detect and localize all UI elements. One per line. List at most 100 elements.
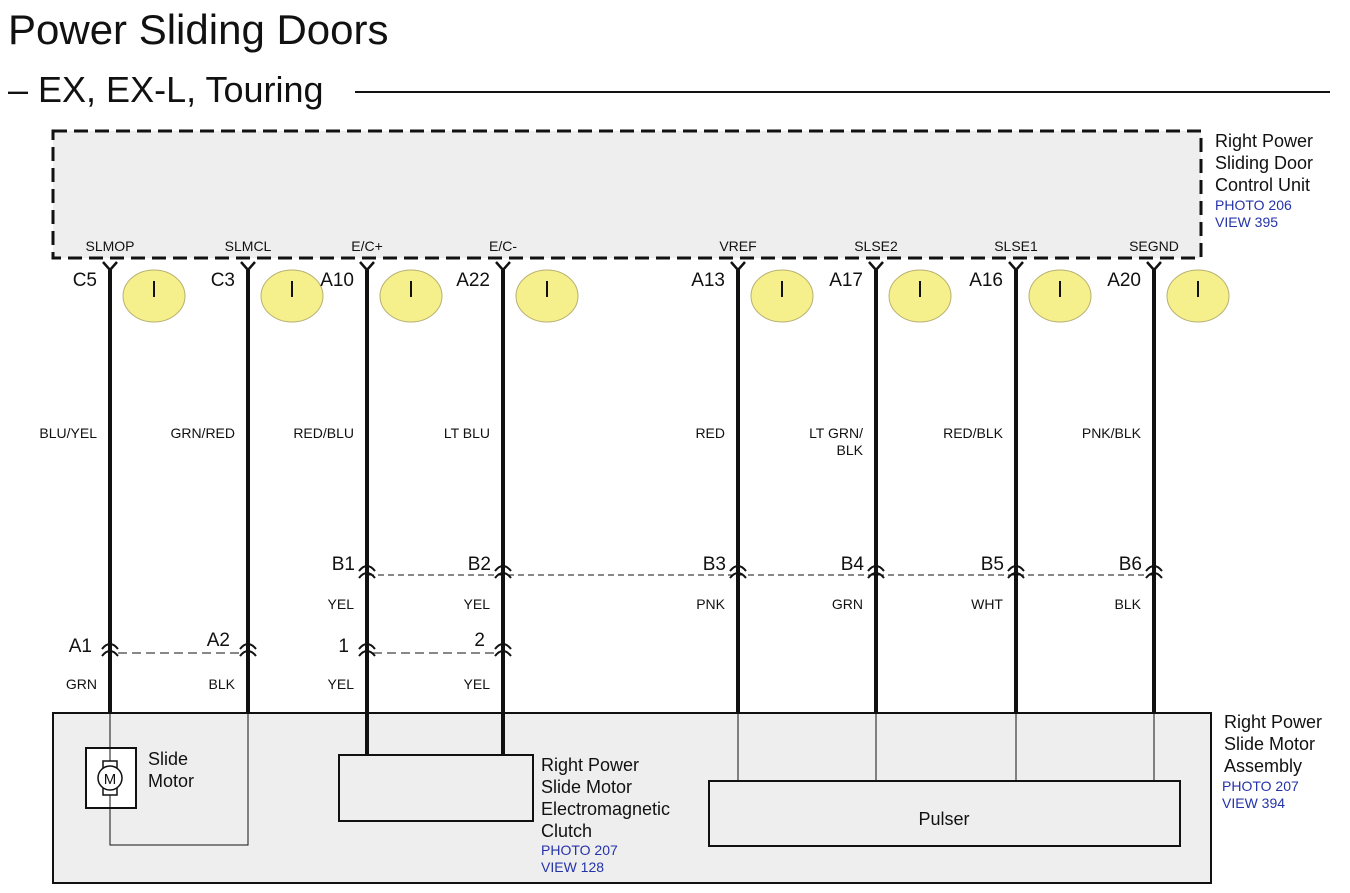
control-unit-view-ref: VIEW 395 <box>1215 214 1278 230</box>
motor-assembly-name-line-1: Right Power <box>1224 712 1322 732</box>
wire-slse2-mid-pin-label: B4 <box>841 554 865 575</box>
wire-slse1-color-label-1: RED/BLK <box>943 425 1004 441</box>
page-subtitle: – EX, EX-L, Touring <box>8 69 324 110</box>
wire-e-c-pin-label: A10 <box>320 270 354 291</box>
wire-e-c-color-label-1: RED/BLU <box>293 425 354 441</box>
motor-icon <box>97 765 123 791</box>
clutch-view-ref: VIEW 128 <box>541 859 604 875</box>
wire-e-c-lower-connector-upper <box>494 643 512 650</box>
wire-slmcl-color-label-1: GRN/RED <box>170 425 235 441</box>
wire-slse1-mid-pin-label: B5 <box>981 554 1004 575</box>
wire-slmcl-signal-label: SLMCL <box>225 238 272 254</box>
wire-slmcl-lower-pin-label: A2 <box>207 630 230 651</box>
wire-e-c-signal-label: E/C- <box>489 238 517 254</box>
wire-segnd-mid-pin-label: B6 <box>1119 554 1142 575</box>
wire-e-c-signal-label: E/C+ <box>351 238 383 254</box>
motor-assembly-view-ref: VIEW 394 <box>1222 795 1285 811</box>
wire-slmcl-lower-connector-upper <box>239 643 257 650</box>
slide-motor-name-line-2: Motor <box>148 771 194 791</box>
wire-segnd-mid-connector-lower <box>1145 572 1163 579</box>
wire-e-c-mid-pin-label: B2 <box>468 554 491 575</box>
wire-segnd-color-label-1: PNK/BLK <box>1082 425 1142 441</box>
wire-segnd-signal-label: SEGND <box>1129 238 1179 254</box>
wire-slse2-mid-connector-lower <box>867 572 885 579</box>
wire-slse1-mid-connector-lower <box>1007 572 1025 579</box>
wire-slmop-pin-label: C5 <box>73 270 97 291</box>
wire-slmcl-lower-connector-lower <box>239 650 257 657</box>
clutch-name-line-4: Clutch <box>541 821 592 841</box>
wire-segnd-pin-label: A20 <box>1107 270 1141 291</box>
wire-vref-signal-label: VREF <box>719 238 756 254</box>
wire-slmop-lower-connector-upper <box>101 643 119 650</box>
wire-segnd-mid-connector-upper <box>1145 565 1163 572</box>
clutch-name-line-2: Slide Motor <box>541 777 632 797</box>
motor-assembly-photo-ref: PHOTO 207 <box>1222 778 1299 794</box>
wire-vref-mid-pin-label: B3 <box>703 554 726 575</box>
wire-vref-pin-label: A13 <box>691 270 725 291</box>
control-unit-name-line-3: Control Unit <box>1215 175 1310 195</box>
wire-slse2-color-label-2: BLK <box>837 442 864 458</box>
pulser-box <box>708 780 1181 847</box>
wire-e-c-lower-color-label: YEL <box>328 676 355 692</box>
wire-e-c-mid-connector-lower <box>358 572 376 579</box>
wire-e-c-mid-pin-label: B1 <box>332 554 355 575</box>
wire-slse1-pin-fork <box>1008 261 1024 272</box>
clutch-photo-ref: PHOTO 207 <box>541 842 618 858</box>
wire-e-c-lower-connector-lower <box>358 650 376 657</box>
page-title: Power Sliding Doors <box>8 6 389 53</box>
wire-vref-mid-connector-lower <box>729 572 747 579</box>
wire-slmop-signal-label: SLMOP <box>85 238 134 254</box>
wire-vref-pin-fork <box>730 261 746 272</box>
control-unit-name-line-2: Sliding Door <box>1215 153 1313 173</box>
clutch-name-line-1: Right Power <box>541 755 639 775</box>
wire-e-c-mid-color-label: YEL <box>464 596 491 612</box>
wire-slmcl-lower-color-label: BLK <box>209 676 236 692</box>
wire-slse2-mid-color-label: GRN <box>832 596 863 612</box>
wire-segnd-mid-color-label: BLK <box>1115 596 1142 612</box>
wire-slse1-pin-label: A16 <box>969 270 1003 291</box>
wire-e-c-lower-color-label: YEL <box>464 676 491 692</box>
wire-segnd-pin-fork <box>1146 261 1162 272</box>
wire-slmcl-pin-fork <box>240 261 256 272</box>
motor-symbol-label: M <box>104 771 117 788</box>
wire-slse1-signal-label: SLSE1 <box>994 238 1038 254</box>
wire-vref-mid-connector-upper <box>729 565 747 572</box>
wire-e-c-lower-connector-upper <box>358 643 376 650</box>
wire-slse2-mid-connector-upper <box>867 565 885 572</box>
wire-e-c-lower-connector-lower <box>494 650 512 657</box>
wire-e-c-pin-fork <box>359 261 375 272</box>
wires-group: SLMOPC5BLU/YELA1GRNSLMCLC3GRN/REDA2BLKE/… <box>39 238 1230 781</box>
clutch-name-line-3: Electromagnetic <box>541 799 670 819</box>
wire-slmop-lower-pin-label: A1 <box>69 636 92 657</box>
wire-e-c-lower-pin-label: 2 <box>474 630 485 651</box>
wire-e-c-mid-connector-upper <box>358 565 376 572</box>
wire-e-c-lower-pin-label: 1 <box>338 636 349 657</box>
clutch-box <box>338 754 534 822</box>
wire-slmop-color-label-1: BLU/YEL <box>39 425 97 441</box>
wire-vref-mid-color-label: PNK <box>696 596 725 612</box>
control-unit-box <box>51 129 1203 260</box>
wire-e-c-pin-fork <box>495 261 511 272</box>
motor-assembly-name-line-3: Assembly <box>1224 756 1302 776</box>
wire-slse1-mid-color-label: WHT <box>971 596 1003 612</box>
wire-vref-color-label-1: RED <box>695 425 725 441</box>
wire-slse1-mid-connector-upper <box>1007 565 1025 572</box>
wire-slse2-pin-fork <box>868 261 884 272</box>
wire-e-c-mid-color-label: YEL <box>328 596 355 612</box>
control-unit-name-line-1: Right Power <box>1215 131 1313 151</box>
pulser-label: Pulser <box>918 809 969 829</box>
wire-slse2-pin-label: A17 <box>829 270 863 291</box>
wire-slse2-color-label-1: LT GRN/ <box>809 425 863 441</box>
wire-e-c-pin-label: A22 <box>456 270 490 291</box>
wire-slmop-lower-connector-lower <box>101 650 119 657</box>
control-unit-photo-ref: PHOTO 206 <box>1215 197 1292 213</box>
wire-e-c-color-label-1: LT BLU <box>444 425 490 441</box>
wire-e-c-mid-connector-lower <box>494 572 512 579</box>
wire-e-c-mid-connector-upper <box>494 565 512 572</box>
wire-slmcl-pin-label: C3 <box>211 270 235 291</box>
motor-assembly-name-line-2: Slide Motor <box>1224 734 1315 754</box>
wire-slse2-signal-label: SLSE2 <box>854 238 898 254</box>
slide-motor-name-line-1: Slide <box>148 749 188 769</box>
wire-slmop-lower-color-label: GRN <box>66 676 97 692</box>
